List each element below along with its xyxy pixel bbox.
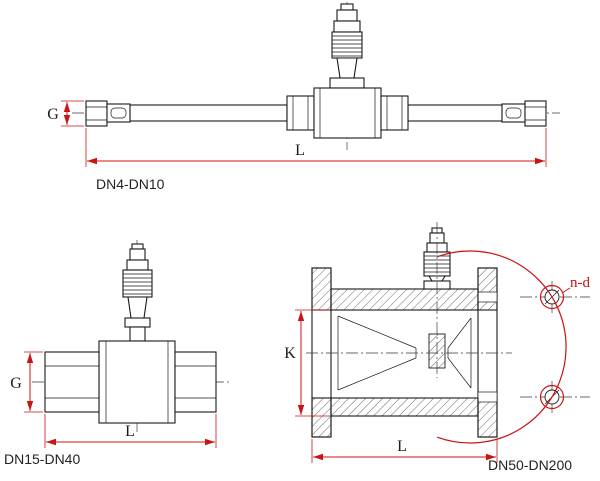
bolt-circle-annotation: n-d [436,250,590,444]
bolt-hole-slot-bottom [477,391,498,403]
drawing-label-dn15-dn40: DN15-DN40 [4,451,80,467]
dimension-label-l: L [125,423,135,440]
dimension-k: K [284,309,330,417]
dimension-l: L [311,438,498,463]
dimension-label-g: G [10,375,22,392]
drawing-dn4-dn10: G L DN4-DN10 [47,2,560,192]
bolt-circle-arc [436,250,567,444]
meter-body [85,87,547,139]
dimension-g: G [10,351,43,413]
drawing-label-dn50-dn200: DN50-DN200 [488,457,572,473]
dimension-label-k: K [284,345,296,362]
meter-body [44,340,217,424]
drawing-dn15-dn40: G L DN15-DN40 [4,240,230,467]
bolt-hole-highlight-bottom [539,384,565,410]
right-flange [477,267,498,438]
dimension-g: G [47,100,84,127]
dimension-label-l: L [295,142,305,159]
dimension-l: L [85,128,547,167]
bolt-hole-highlight-top [539,284,565,310]
drawing-dn50-dn200: n-d K L DN50-DN200 [284,222,590,473]
dimension-label-nd: n-d [570,275,590,291]
meter-body [330,288,479,417]
nd-leader-line [561,287,571,294]
drawing-label-dn4-dn10: DN4-DN10 [96,176,165,192]
dimension-label-l: L [397,438,407,455]
dimension-label-g: G [47,106,59,123]
bolt-hole-slot-top [477,291,498,303]
left-flange [311,267,332,438]
sensor-head [329,3,365,89]
sensor-head [122,243,153,342]
dimension-l: L [44,414,217,448]
